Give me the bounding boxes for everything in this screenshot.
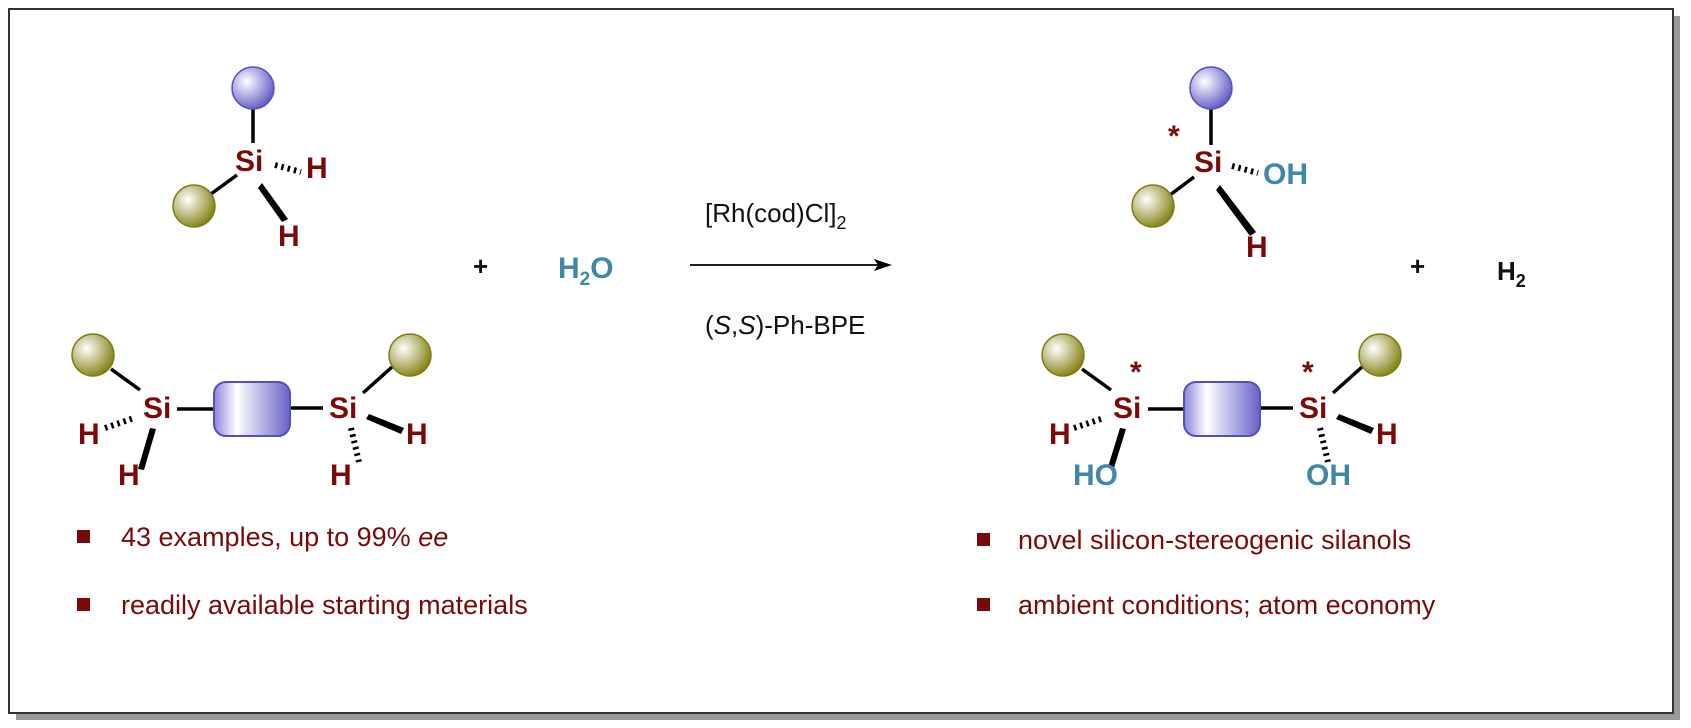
h-atom: H xyxy=(330,459,352,492)
si-atom: Si xyxy=(143,392,171,425)
linker-block xyxy=(1183,381,1261,437)
substituent-ball-olive xyxy=(172,184,216,228)
bullet-marker xyxy=(77,530,90,543)
h-atom: H xyxy=(1376,418,1398,451)
hydroxyl-group: OH xyxy=(1263,158,1308,191)
bullet-marker xyxy=(977,598,990,611)
product-silanol-bis: * * Si Si H HO H OH xyxy=(1041,333,1402,492)
h-atom: H xyxy=(278,220,300,253)
h-atom: H xyxy=(1049,418,1071,451)
si-atom: Si xyxy=(329,392,357,425)
h-atom: H xyxy=(406,418,428,451)
h-atom: H xyxy=(78,418,100,451)
substituent-ball-purple xyxy=(231,66,275,110)
reaction-arrow xyxy=(690,259,892,271)
plus-sign: + xyxy=(473,251,488,281)
reactant-silane-mono: Si H H xyxy=(172,66,328,253)
bullet-marker xyxy=(77,598,90,611)
bullet-item: ambient conditions; atom economy xyxy=(1018,590,1436,620)
bullet-item: 43 examples, up to 99% ee xyxy=(121,522,448,552)
si-atom: Si xyxy=(1194,146,1222,179)
stereocenter-star: * xyxy=(1302,356,1314,389)
product-silanol-mono: * Si OH H xyxy=(1131,66,1308,264)
substituent-ball-olive xyxy=(71,333,115,377)
stereocenter-star: * xyxy=(1168,120,1180,153)
water: H2O xyxy=(558,252,614,290)
bullet-marker xyxy=(977,533,990,546)
hydrogen-gas: H2 xyxy=(1497,256,1526,291)
reactant-silane-bis: Si Si H H H H xyxy=(71,333,432,492)
substituent-ball-olive xyxy=(1041,333,1085,377)
substituent-ball-olive xyxy=(1131,184,1175,228)
ligand-label: (S,S)-Ph-BPE xyxy=(705,310,865,340)
hydroxyl-group: HO xyxy=(1073,459,1118,492)
si-atom: Si xyxy=(1113,392,1141,425)
bullet-list-left: 43 examples, up to 99% ee readily availa… xyxy=(77,522,528,620)
bullet-list-right: novel silicon-stereogenic silanols ambie… xyxy=(977,525,1436,620)
catalyst-label: [Rh(cod)Cl]2 xyxy=(705,198,847,233)
bullet-item: novel silicon-stereogenic silanols xyxy=(1018,525,1411,555)
h-atom: H xyxy=(306,152,328,185)
h-atom: H xyxy=(1246,231,1268,264)
stereocenter-star: * xyxy=(1130,356,1142,389)
linker-block xyxy=(213,381,291,437)
hydroxyl-group: OH xyxy=(1306,459,1351,492)
plus-sign: + xyxy=(1410,251,1425,281)
bullet-item: readily available starting materials xyxy=(121,590,528,620)
substituent-ball-olive xyxy=(1358,333,1402,377)
h-atom: H xyxy=(118,459,140,492)
substituent-ball-olive xyxy=(388,333,432,377)
substituent-ball-purple xyxy=(1189,66,1233,110)
si-atom: Si xyxy=(235,145,263,178)
si-atom: Si xyxy=(1299,392,1327,425)
